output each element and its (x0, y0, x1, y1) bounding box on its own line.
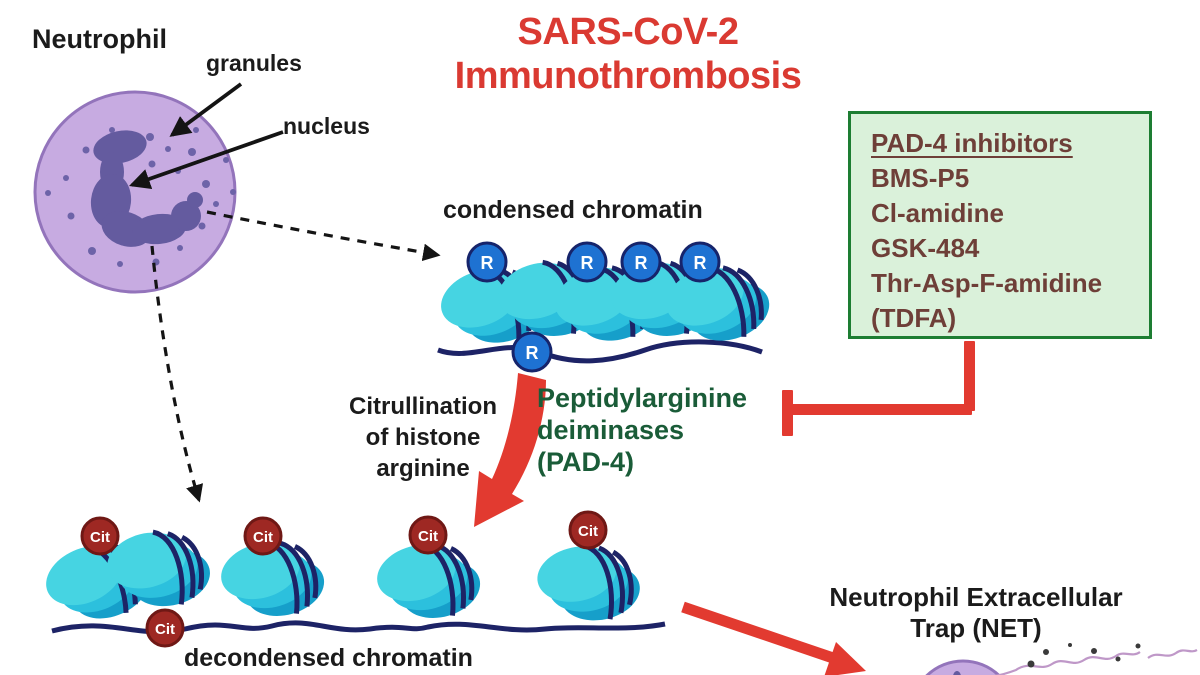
title-line-2: Immunothrombosis (454, 55, 802, 97)
citrulline-badge: Cit (568, 510, 608, 550)
pad4-enzyme-label: Peptidylarginine deiminases (PAD-4) (537, 383, 748, 477)
citrulline-badge: Cit (145, 608, 185, 648)
svg-text:R: R (581, 253, 594, 273)
svg-text:R: R (694, 253, 707, 273)
page-title: SARS-CoV-2 Immunothrombosis (378, 10, 878, 98)
inhibition-bar (782, 341, 975, 436)
svg-text:Cit: Cit (253, 529, 273, 546)
svg-text:Cit: Cit (90, 529, 110, 546)
dashed-arrow-to-decondensed (150, 245, 204, 503)
neutrophil-cell (33, 90, 237, 294)
neutrophil-label: Neutrophil (32, 24, 167, 54)
condensed-chromatin-graphic: R R R R R (433, 241, 778, 373)
net-label: Neutrophil Extracellular Trap (NET) (829, 582, 1123, 643)
arginine-badge: R (566, 241, 608, 283)
svg-text:R: R (635, 253, 648, 273)
citrullination-arrow (474, 373, 546, 527)
inhibitor-item: Cl-amidine (871, 198, 1004, 228)
inhibitor-item: Thr-Asp-F-amidine (871, 268, 1103, 298)
net-arrow (681, 601, 866, 675)
granules-dots (45, 127, 236, 267)
arginine-badge: R (511, 331, 553, 373)
nucleus-shape (90, 130, 203, 247)
granules-label: granules (206, 50, 302, 76)
svg-text:Cit: Cit (155, 621, 175, 638)
citrullination-label: Citrullination of histone arginine (349, 393, 497, 482)
decondensed-chromatin-graphic: Cit Cit Cit Cit Cit (37, 510, 666, 648)
arginine-badge: R (620, 241, 662, 283)
title-line-1: SARS-CoV-2 (517, 11, 739, 53)
dna-strand (51, 620, 666, 635)
inhibitor-item: (TDFA) (871, 303, 957, 333)
citrulline-badge: Cit (408, 515, 448, 555)
svg-text:Cit: Cit (418, 528, 438, 545)
svg-text:Cit: Cit (578, 523, 598, 540)
pad4-inhibitors-heading: PAD-4 inhibitors (871, 128, 1073, 158)
arginine-badge: R (679, 241, 721, 283)
dashed-arrow-to-condensed (206, 210, 441, 262)
inhibitor-item: GSK-484 (871, 233, 980, 263)
svg-text:R: R (481, 253, 494, 273)
nucleus-label: nucleus (283, 113, 370, 139)
citrulline-badge: Cit (243, 516, 283, 556)
pad4-inhibitors-box: PAD-4 inhibitors BMS-P5 Cl-amidine GSK-4… (848, 111, 1152, 339)
net-debris-dots (1027, 643, 1141, 668)
dna-strand (437, 339, 763, 364)
citrulline-badge: Cit (80, 516, 120, 556)
nucleosome-icon (532, 535, 645, 632)
nucleus-arrow (129, 130, 284, 189)
svg-text:R: R (526, 343, 539, 363)
decondensed-chromatin-label: decondensed chromatin (184, 644, 473, 672)
net-cell (925, 659, 1001, 675)
inhibitor-item: BMS-P5 (871, 163, 970, 193)
net-strand (993, 648, 1198, 675)
condensed-chromatin-label: condensed chromatin (443, 196, 703, 224)
arginine-badge: R (466, 241, 508, 283)
granules-arrow (169, 82, 243, 137)
